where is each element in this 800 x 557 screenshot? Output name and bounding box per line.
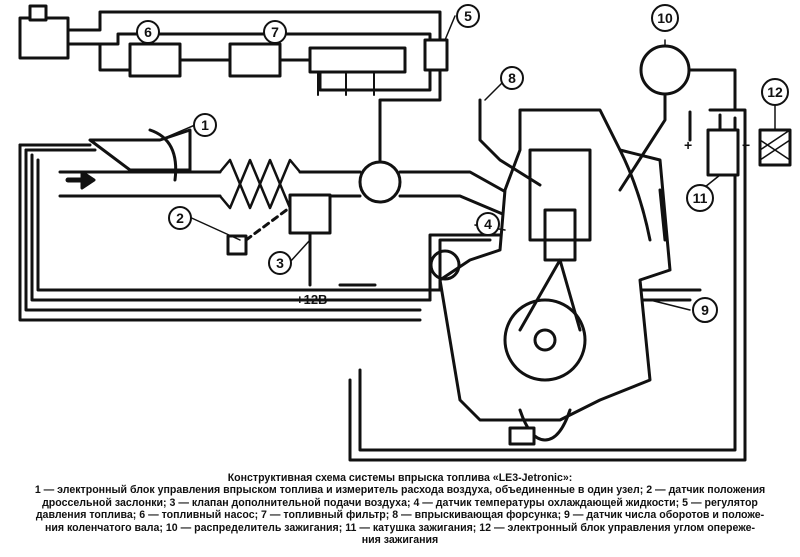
fuel-tank [18, 16, 70, 60]
throttle-body [358, 160, 402, 204]
voltage-label: +12В [296, 292, 327, 307]
engine-block [429, 108, 672, 446]
callout-7: 7 [263, 20, 287, 44]
throttle-position-sensor [226, 234, 248, 256]
callout-1: 1 [193, 113, 217, 137]
callout-3: 3 [268, 251, 292, 275]
caption-line: 1 — электронный блок управления впрыском… [34, 484, 766, 497]
svg-text:4: 4 [484, 216, 492, 232]
callout-8: 8 [500, 66, 524, 90]
ignition-distributor [639, 44, 691, 96]
fuel-injection-diagram: 1 2 3 4 5 6 7 8 9 10 11 12 +12В + − [18, 4, 792, 462]
caption-line: ния зажигания [361, 534, 439, 547]
callout-2: 2 [168, 206, 192, 230]
ignition-coil [706, 128, 740, 177]
svg-text:2: 2 [176, 210, 184, 226]
callout-10: 10 [651, 4, 679, 32]
pressure-regulator [423, 38, 449, 72]
svg-text:1: 1 [201, 117, 209, 133]
svg-text:3: 3 [276, 255, 284, 271]
svg-text:9: 9 [701, 302, 709, 318]
callout-4: 4 [476, 212, 500, 236]
callout-6: 6 [136, 20, 160, 44]
svg-text:10: 10 [657, 10, 673, 26]
svg-text:5: 5 [464, 8, 472, 24]
caption-line: давления топлива; 6 — топливный насос; 7… [35, 509, 765, 522]
fuel-pump [128, 42, 182, 78]
svg-text:6: 6 [144, 24, 152, 40]
svg-text:8: 8 [508, 70, 516, 86]
callout-12: 12 [761, 78, 789, 106]
fuel-filter [228, 42, 282, 78]
callout-11: 11 [686, 184, 714, 212]
svg-text:7: 7 [271, 24, 279, 40]
caption-line: дроссельной заслонки; 3 — клапан дополни… [42, 496, 758, 509]
callout-9: 9 [692, 297, 718, 323]
svg-text:12: 12 [767, 84, 783, 100]
svg-text:11: 11 [693, 190, 708, 206]
plus-sign: + [684, 137, 692, 153]
figure-caption: Конструктивная схема системы впрыска топ… [0, 472, 800, 556]
minus-sign: − [742, 137, 750, 153]
callout-5: 5 [456, 4, 480, 28]
aux-air-valve [288, 193, 332, 235]
caption-title: Конструктивная схема системы впрыска топ… [227, 472, 573, 484]
caption-line: ния коленчатого вала; 10 — распределител… [44, 521, 755, 534]
